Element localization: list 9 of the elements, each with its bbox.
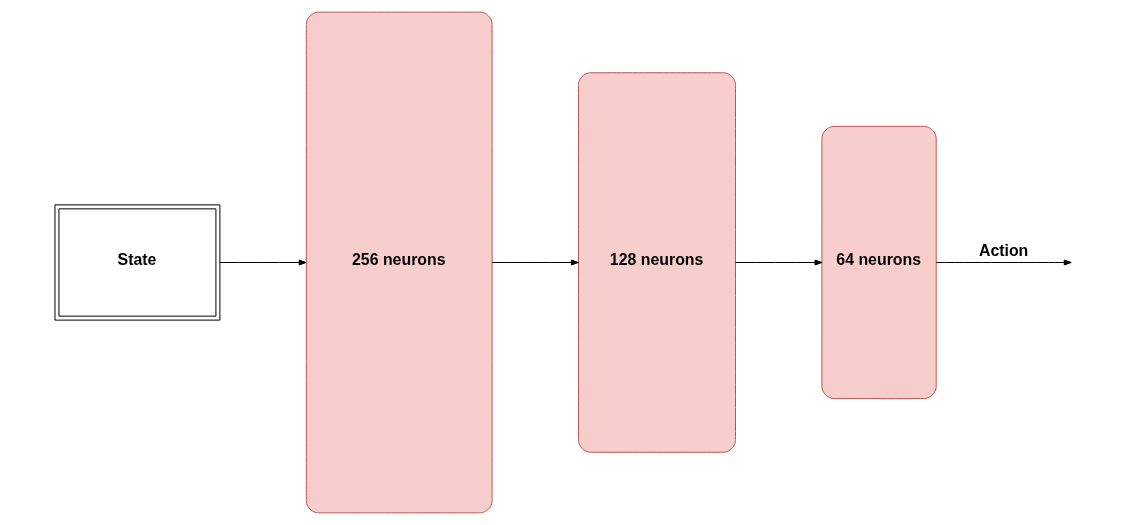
node-box: State bbox=[54, 204, 221, 321]
arrow bbox=[735, 259, 823, 266]
arrow bbox=[491, 259, 579, 266]
edge-label: Action bbox=[978, 242, 1029, 260]
arrow bbox=[935, 259, 1072, 266]
arrow bbox=[219, 259, 307, 266]
node-box: 128 neurons bbox=[578, 72, 736, 453]
node-box: 256 neurons bbox=[305, 11, 493, 514]
node-box: 64 neurons bbox=[821, 125, 937, 400]
